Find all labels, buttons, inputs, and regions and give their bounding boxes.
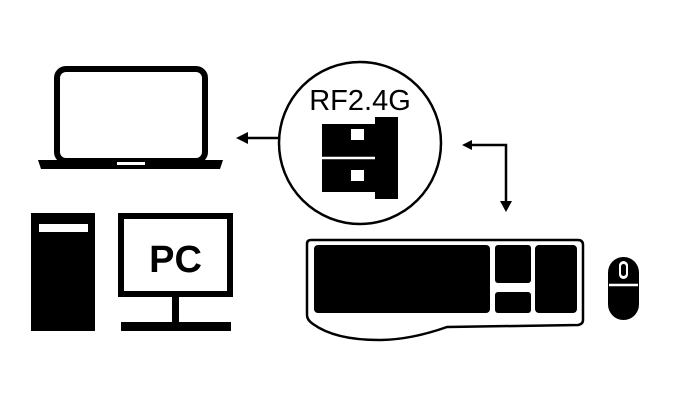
arrow-to-laptop	[236, 132, 278, 144]
pc-label: PC	[149, 239, 202, 281]
desktop-tower-icon	[31, 213, 95, 331]
rf-receiver-badge: RF2.4G	[277, 60, 443, 226]
mouse-icon	[608, 257, 639, 320]
arrow-to-keyboard	[462, 140, 512, 212]
laptop-icon	[38, 66, 223, 169]
monitor-icon	[118, 213, 233, 331]
rf-label: RF2.4G	[309, 85, 411, 117]
usb-receiver-icon	[322, 117, 398, 199]
keyboard-icon	[305, 238, 585, 342]
